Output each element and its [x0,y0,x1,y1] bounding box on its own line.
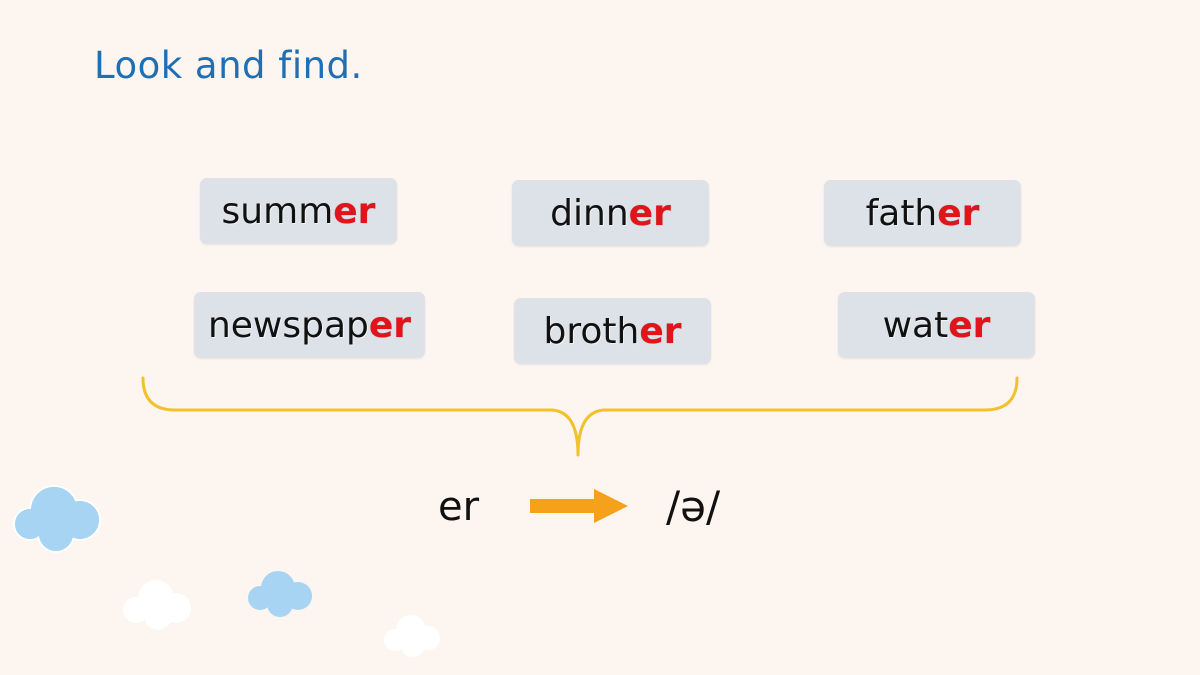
cloud-icon [248,571,312,617]
word-base: broth [543,310,640,352]
rule-phoneme: /ə/ [666,482,721,531]
arrow-right-icon [530,489,628,523]
cloud-icon [384,615,440,657]
word-base: summ [221,190,334,232]
word-suffix: er [948,304,991,346]
word-base: dinn [550,192,629,234]
word-suffix: er [333,190,376,232]
word-suffix: er [628,192,671,234]
word-suffix: er [937,192,980,234]
cloud-icon [13,485,101,553]
rule-letters: er [438,484,480,530]
word-suffix: er [368,304,412,346]
word-base: newspap [207,304,369,346]
slide-title: Look and find. [94,44,363,87]
word-suffix: er [639,310,682,352]
word-base: wat [882,304,949,346]
cloud-icon [123,580,191,630]
word-base: fath [865,192,938,234]
